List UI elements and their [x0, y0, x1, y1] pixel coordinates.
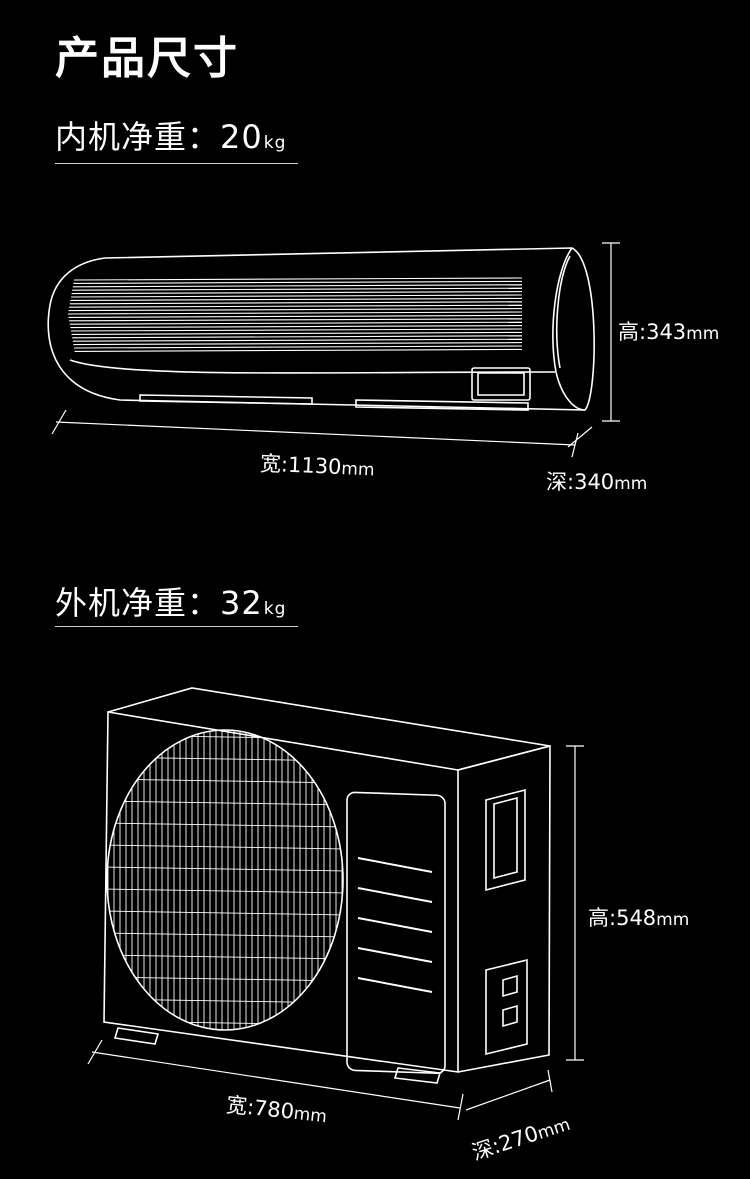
outdoor-depth-dimension-line: [466, 1070, 552, 1110]
indoor-depth-dimension-line: [568, 427, 592, 447]
indoor-weight-heading: 内机净重：20kg: [55, 112, 286, 158]
outdoor-height-label: 高:548mm: [588, 902, 689, 932]
outdoor-weight-unit: kg: [263, 599, 287, 619]
indoor-height-dimension-line: [602, 243, 620, 421]
outdoor-weight-label: 外机净重：: [55, 584, 221, 622]
outdoor-weight-value: 32: [220, 584, 263, 622]
indoor-heading-underline: [55, 163, 298, 164]
indoor-depth-unit: mm: [614, 474, 648, 494]
outdoor-width-value: 780: [252, 1095, 296, 1124]
outdoor-height-dimension-line: [566, 746, 584, 1060]
page-title: 产品尺寸: [55, 33, 239, 84]
indoor-depth-prefix: 深:: [546, 470, 575, 494]
outdoor-width-dimension-line: [88, 1040, 463, 1120]
outdoor-height-prefix: 高:: [588, 906, 617, 930]
fan-guard-grid: [100, 720, 350, 1040]
indoor-weight-label: 内机净重：: [55, 118, 221, 156]
indoor-height-prefix: 高:: [618, 320, 647, 344]
indoor-height-value: 343: [646, 320, 687, 344]
outdoor-height-value: 548: [616, 906, 657, 930]
indoor-weight-value: 20: [220, 118, 263, 156]
outdoor-width-prefix: 宽:: [224, 1092, 256, 1120]
outdoor-louvers: [358, 858, 432, 992]
indoor-width-dimension-line: [52, 410, 578, 457]
outdoor-heading-underline: [55, 626, 298, 627]
indoor-depth-value: 340: [574, 470, 615, 494]
outdoor-width-unit: mm: [292, 1103, 328, 1128]
indoor-height-unit: mm: [686, 324, 720, 344]
indoor-height-label: 高:343mm: [618, 316, 719, 346]
indoor-depth-label: 深:340mm: [546, 466, 647, 496]
indoor-grille: [68, 278, 522, 351]
outdoor-weight-heading: 外机净重：32kg: [55, 578, 286, 624]
outdoor-height-unit: mm: [656, 910, 690, 930]
indoor-weight-unit: kg: [263, 133, 287, 153]
